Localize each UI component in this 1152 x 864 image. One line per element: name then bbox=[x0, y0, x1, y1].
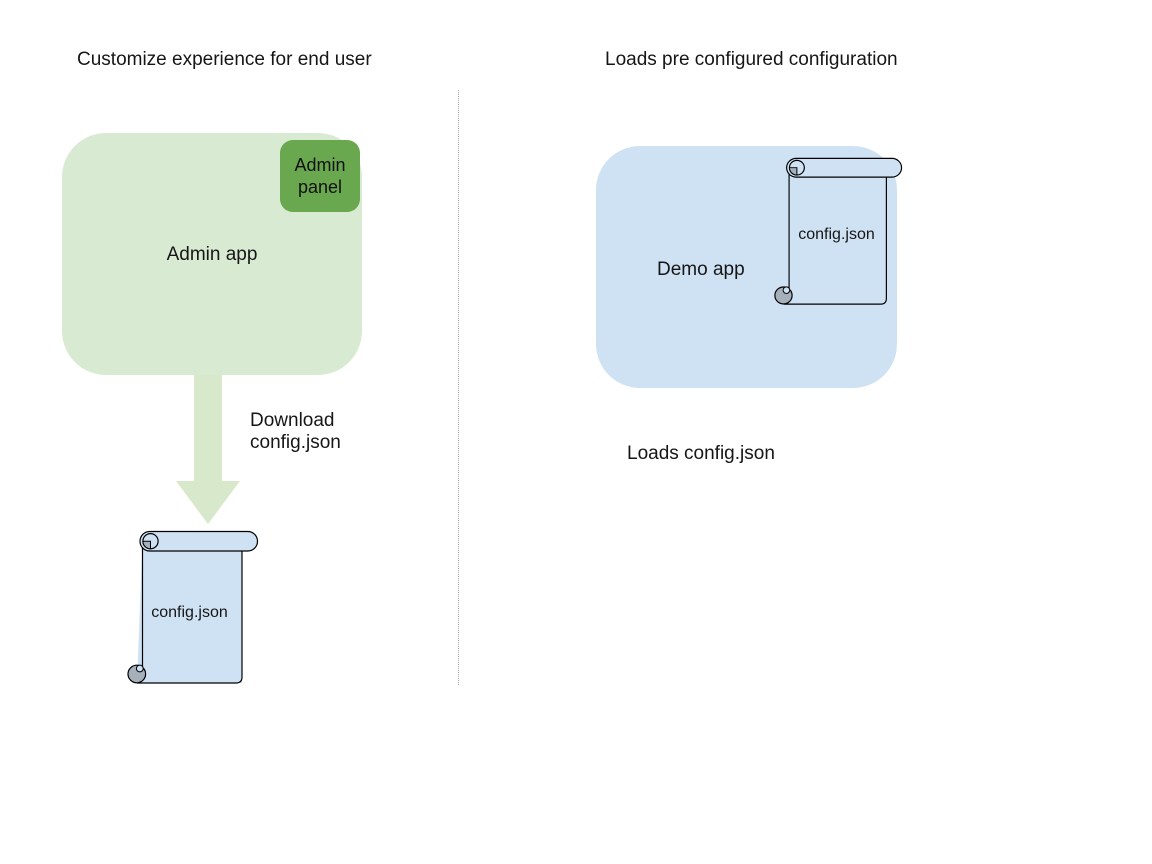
admin-panel-label: Admin panel bbox=[294, 155, 346, 197]
scroll-shape-icon bbox=[774, 157, 903, 305]
loads-config-caption: Loads config.json bbox=[627, 443, 775, 464]
config-file-scroll-left: config.json bbox=[123, 528, 260, 686]
admin-app-label: Admin app bbox=[166, 244, 258, 265]
download-arrow-icon bbox=[176, 375, 240, 524]
config-file-label: config.json bbox=[798, 226, 875, 243]
right-section-title: Loads pre configured configuration bbox=[605, 49, 898, 70]
scroll-shape-icon bbox=[127, 530, 259, 684]
section-divider bbox=[458, 90, 459, 685]
left-section-title: Customize experience for end user bbox=[77, 49, 372, 70]
demo-app-label: Demo app bbox=[657, 259, 745, 280]
config-file-scroll-right: config.json bbox=[770, 155, 904, 307]
config-file-label: config.json bbox=[151, 604, 228, 621]
download-caption: Download config.json bbox=[250, 410, 341, 453]
admin-panel-box: Admin panel bbox=[280, 140, 360, 212]
